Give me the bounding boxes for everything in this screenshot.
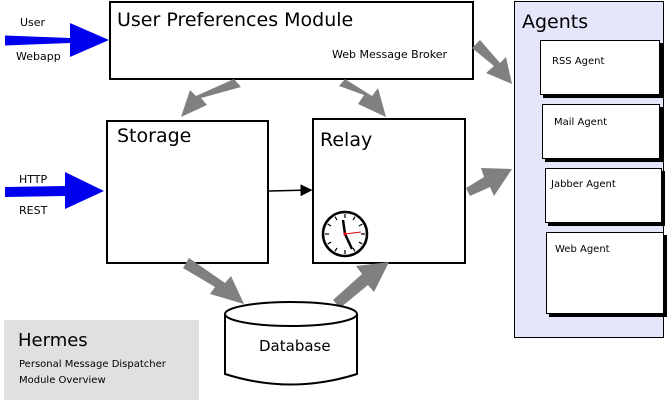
- agent-label-mail: Mail Agent: [554, 117, 608, 128]
- legend-line-2: Module Overview: [19, 375, 106, 386]
- user-preferences-module-box: User Preferences Module Web Message Brok…: [109, 1, 474, 80]
- input-label-http: HTTP: [19, 173, 48, 186]
- upm-title: User Preferences Module: [117, 9, 354, 31]
- flow-arrow-relay-to-agents: [466, 168, 512, 196]
- storage-title: Storage: [117, 125, 192, 147]
- legend-line-1: Personal Message Dispatcher: [19, 359, 166, 370]
- flow-arrow-upm-to-agents: [472, 40, 512, 84]
- flow-arrow-upm-to-storage: [181, 79, 241, 117]
- database-cylinder: [224, 301, 358, 386]
- input-arrow-webapp: [5, 23, 109, 57]
- clock-icon: [321, 210, 369, 258]
- agent-box-jabber: Jabber Agent: [545, 168, 662, 223]
- agents-title: Agents: [522, 11, 589, 33]
- flow-arrow-upm-to-relay: [339, 79, 386, 117]
- relay-title: Relay: [320, 129, 373, 151]
- agent-label-web: Web Agent: [555, 244, 610, 255]
- upm-subtitle: Web Message Broker: [332, 48, 448, 61]
- legend-title: Hermes: [18, 330, 88, 351]
- legend-panel: Hermes Personal Message Dispatcher Modul…: [4, 320, 199, 400]
- database-label: Database: [259, 337, 331, 355]
- agent-box-web: Web Agent: [546, 232, 664, 314]
- arrow-storage-to-relay: [268, 184, 313, 197]
- flow-arrow-database-to-relay: [333, 262, 389, 308]
- flow-arrow-storage-to-database: [183, 258, 244, 304]
- input-label-webapp: Webapp: [16, 50, 61, 63]
- agent-label-jabber: Jabber Agent: [551, 179, 616, 190]
- input-label-rest: REST: [19, 204, 48, 217]
- input-arrow-http-rest: [5, 172, 104, 209]
- agent-label-rss: RSS Agent: [552, 56, 605, 67]
- agent-box-mail: Mail Agent: [542, 104, 660, 159]
- input-label-user: User: [20, 16, 46, 29]
- agent-box-rss: RSS Agent: [540, 40, 660, 95]
